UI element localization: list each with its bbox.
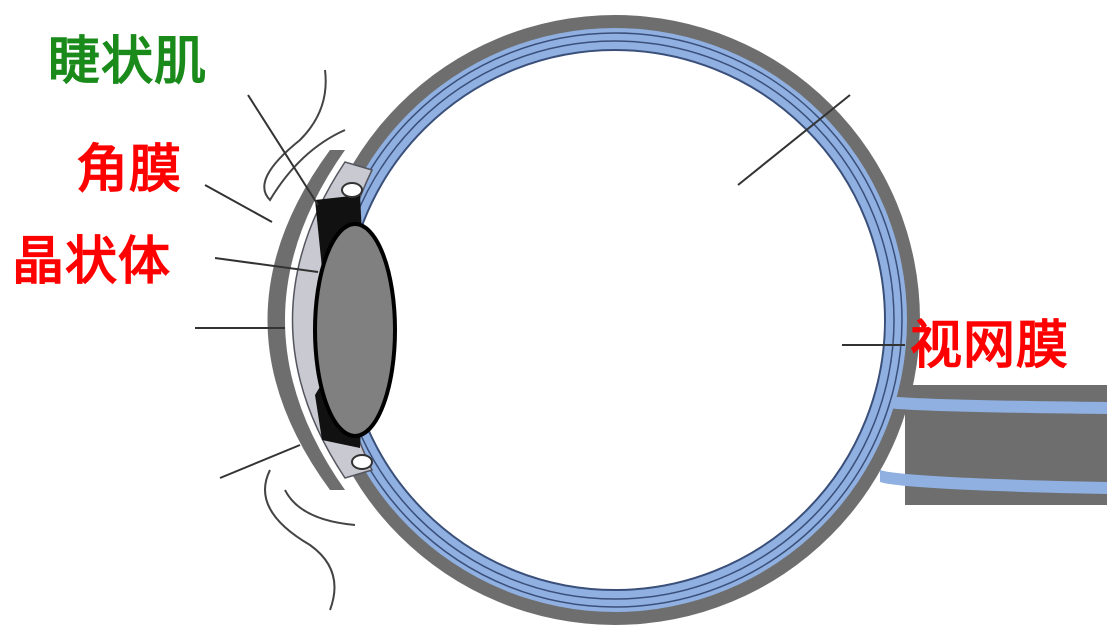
ciliary-body-top xyxy=(342,183,362,197)
cornea-pointer xyxy=(205,185,272,222)
cornea-label: 角膜 xyxy=(76,142,182,198)
retina-label: 视网膜 xyxy=(910,318,1069,374)
lens-label: 晶状体 xyxy=(12,234,171,290)
lower-eyelid xyxy=(265,470,335,610)
lower-pointer xyxy=(220,445,300,478)
lens-shape xyxy=(315,224,395,436)
ciliary-muscle-label: 睫状肌 xyxy=(48,34,207,90)
ciliary-body-bottom xyxy=(352,455,372,469)
ciliary-pointer xyxy=(248,95,318,205)
